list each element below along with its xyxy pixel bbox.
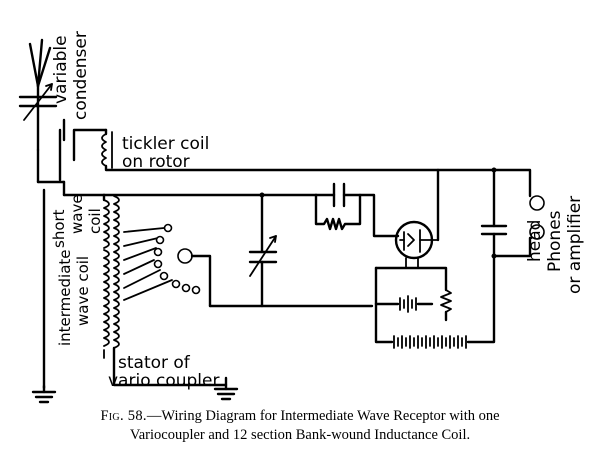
or-amplifier-label: or amplifier (565, 196, 585, 294)
phone-terminals (529, 195, 545, 240)
figure-number: Fig. 58. (100, 408, 147, 424)
short-wave-label-1: short (50, 209, 68, 248)
head-phones-label-2: Phones (545, 210, 565, 272)
tickler-coil-label-2: on rotor (122, 152, 190, 172)
short-wave-label-3: coil (86, 208, 104, 234)
variable-condenser-label-2: condenser (71, 31, 91, 120)
vario-coupler-stator (102, 193, 212, 387)
short-wave-label-2: wave (68, 194, 86, 234)
tuning-condenser (102, 192, 374, 308)
intermediate-wave-label-1: intermediate (56, 249, 74, 346)
intermediate-wave-label-2: wave coil (74, 256, 92, 326)
bypass-condenser (436, 167, 532, 259)
figure-caption: Fig. 58.—Wiring Diagram for Intermediate… (20, 407, 580, 445)
ground-right (208, 376, 239, 401)
ground-left (31, 384, 57, 404)
tickler-coil-label-1: tickler coil (122, 134, 209, 154)
b-battery (374, 254, 496, 349)
a-battery (374, 266, 452, 322)
caption-line-1: —Wiring Diagram for Intermediate Wave Re… (146, 408, 500, 424)
tickler-coil (72, 128, 440, 242)
antenna-symbol (28, 38, 52, 152)
stator-label-1: stator of (118, 353, 191, 373)
variable-condenser-label-1: variable (51, 35, 71, 104)
grid-condenser-and-leak (260, 182, 400, 238)
head-phones-label-1: head (525, 220, 545, 262)
caption-line-2: Variocoupler and 12 section Bank-wound I… (129, 427, 471, 443)
antenna-switch (36, 118, 106, 390)
stator-label-2: vario coupler (108, 371, 219, 391)
tap-selector (123, 223, 212, 308)
vacuum-tube (394, 220, 439, 269)
variable-condenser (18, 83, 58, 121)
